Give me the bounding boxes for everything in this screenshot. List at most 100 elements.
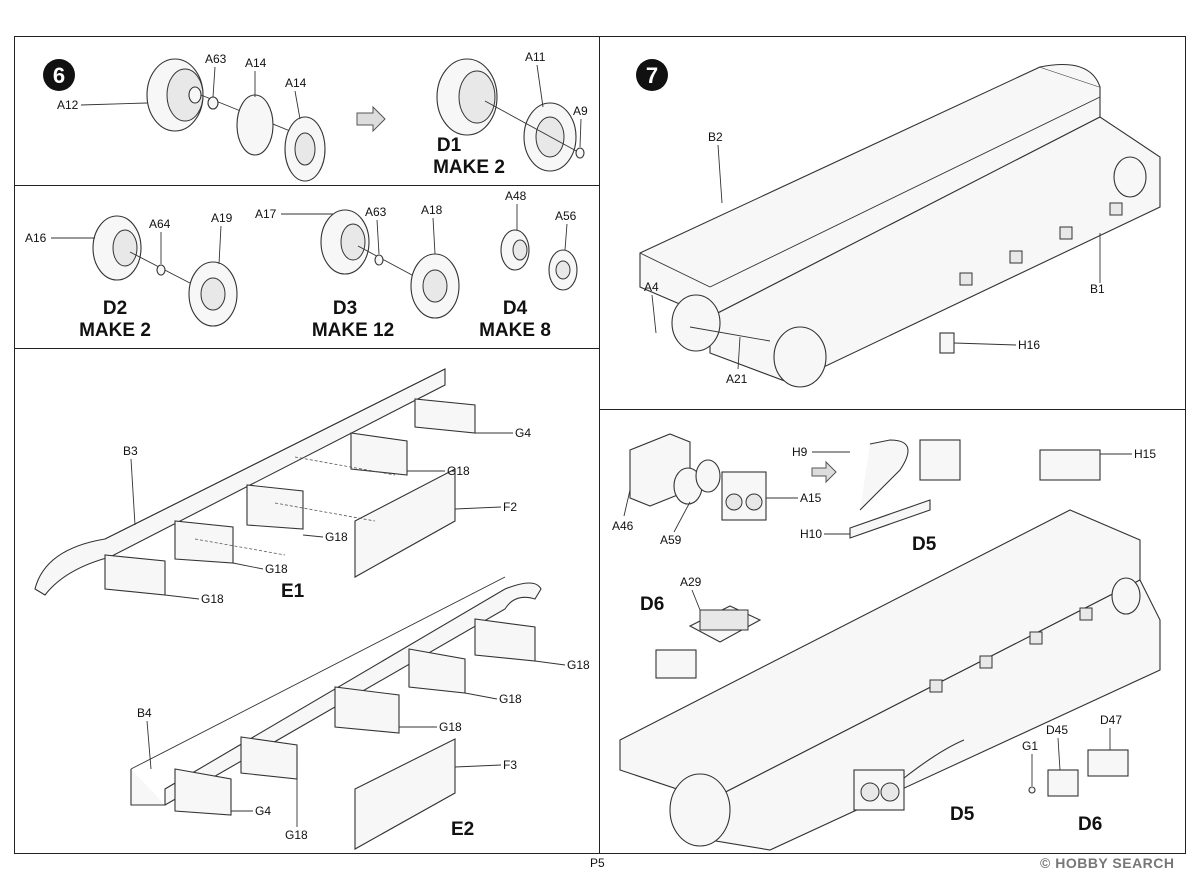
mount-lines: [194, 456, 396, 556]
idler-mount: [1113, 156, 1147, 198]
callout-label: A21: [726, 372, 748, 386]
subassembly-name: D6: [1078, 814, 1102, 835]
subassembly-name: D1: [437, 135, 462, 156]
step-number: 7: [646, 63, 658, 88]
skirt-brackets: [104, 398, 476, 596]
callout-label: A14: [245, 56, 267, 70]
callout-label: G4: [255, 804, 271, 818]
callout-label: F2: [503, 500, 517, 514]
spacer-part: [207, 96, 219, 110]
wheels-drawing: A16 A64 A19 D2 MAKE 2 A17 A63 A18 D3 MAK…: [25, 189, 578, 341]
callout-label: G18: [447, 464, 470, 478]
assembled-sprocket: [436, 58, 585, 172]
callout-label: G18: [265, 562, 288, 576]
skirts-panel: B3 G4 G18 G18 G18 G18 F2 E1: [14, 348, 600, 854]
callout-label: G18: [567, 658, 590, 672]
skirt-plate-f2: [354, 468, 456, 578]
hull-holes: [959, 202, 1123, 286]
callout-label: G18: [499, 692, 522, 706]
callout-label: A11: [525, 50, 546, 64]
skirt-brackets-e2: [174, 618, 536, 816]
subassembly-name: E2: [451, 819, 474, 840]
subassembly-name: D2: [103, 298, 127, 319]
callout-label: G1: [1022, 739, 1038, 753]
step-number-badge: [43, 59, 75, 91]
callout-label: A15: [800, 491, 822, 505]
callout-label: B2: [708, 130, 723, 144]
callout-label: G18: [439, 720, 462, 734]
callout-label: A12: [57, 98, 79, 112]
subassembly-name: D4: [503, 298, 528, 319]
step-7-drawing: 7 B2 B1: [636, 59, 1161, 388]
callout-label: A16: [25, 231, 47, 245]
callout-label: H15: [1134, 447, 1156, 461]
subassembly-name: D5: [950, 804, 975, 825]
hull-side-assembly: [619, 509, 1161, 851]
hull-side-assembly: [639, 63, 1161, 388]
step-number: 6: [53, 63, 65, 88]
box-d6: [655, 649, 697, 679]
subassembly-name: D3: [333, 298, 357, 319]
page-number: P5: [590, 856, 605, 870]
step-number-badge: [636, 59, 668, 91]
step-8-panel: A46 A59 A15 H9 H10 H15 A29 G1 D45 D47 D5…: [599, 409, 1186, 854]
final-drive: [773, 326, 827, 388]
callout-label: A4: [644, 280, 659, 294]
callout-label: G18: [285, 828, 308, 842]
make-count: MAKE 8: [479, 320, 551, 341]
callout-label: A59: [660, 533, 682, 547]
skirt-rail-b3: [34, 368, 446, 596]
step-6-panel: 6 A12 A63 A14 A14: [14, 36, 600, 186]
callout-label: A63: [365, 205, 387, 219]
step-7-panel: 7 B2 B1: [599, 36, 1186, 410]
callout-label: A29: [680, 575, 702, 589]
callout-label: H16: [1018, 338, 1040, 352]
make-count: MAKE 2: [79, 320, 151, 341]
callout-label: F3: [503, 758, 517, 772]
disc-part: [236, 94, 274, 156]
callout-label: A14: [285, 76, 307, 90]
callout-label: A63: [205, 52, 227, 66]
callout-label: A64: [149, 217, 171, 231]
callout-label: D45: [1046, 723, 1068, 737]
step-8-drawing: A46 A59 A15 H9 H10 H15 A29 G1 D45 D47 D5…: [612, 433, 1161, 851]
d6-detail: [1028, 749, 1129, 797]
callout-label: A9: [573, 104, 588, 118]
fan-housing-a46: [629, 433, 767, 521]
watermark: © HOBBY SEARCH: [1040, 855, 1175, 871]
part-h16: [939, 332, 955, 354]
callout-label: A46: [612, 519, 634, 533]
callout-label: A48: [505, 189, 527, 203]
callout-label: G18: [201, 592, 224, 606]
callout-label: B3: [123, 444, 138, 458]
skirt-plate-f3: [354, 738, 456, 850]
callout-label: D47: [1100, 713, 1122, 727]
callout-label: G4: [515, 426, 531, 440]
arrow-right-icon: [811, 460, 837, 484]
radiator-a29: [688, 605, 762, 643]
make-count: MAKE 2: [433, 157, 505, 178]
step-6-drawing: 6 A12 A63 A14 A14: [43, 50, 588, 182]
sprocket-part: [146, 58, 204, 132]
subassembly-name: D6: [640, 594, 664, 615]
exhaust-d5-mounted: [853, 739, 965, 811]
callout-label: A17: [255, 207, 277, 221]
subassembly-name: E1: [281, 581, 305, 602]
arrow-right-icon: [356, 105, 386, 133]
exhaust-d5: [849, 439, 961, 539]
callout-label: H10: [800, 527, 822, 541]
callout-label: A56: [555, 209, 577, 223]
sprocket-housing: [671, 294, 721, 352]
subassembly-name: D5: [912, 534, 937, 555]
callout-label: B1: [1090, 282, 1105, 296]
callout-label: G18: [325, 530, 348, 544]
skirts-drawing: B3 G4 G18 G18 G18 G18 F2 E1: [34, 368, 590, 850]
callout-label: A18: [421, 203, 443, 217]
callout-label: H9: [792, 445, 808, 459]
make-count: MAKE 12: [312, 320, 394, 341]
wheels-panel: A16 A64 A19 D2 MAKE 2 A17 A63 A18 D3 MAK…: [14, 185, 600, 349]
callout-label: B4: [137, 706, 152, 720]
callout-label: A19: [211, 211, 233, 225]
part-h15: [1039, 449, 1101, 481]
